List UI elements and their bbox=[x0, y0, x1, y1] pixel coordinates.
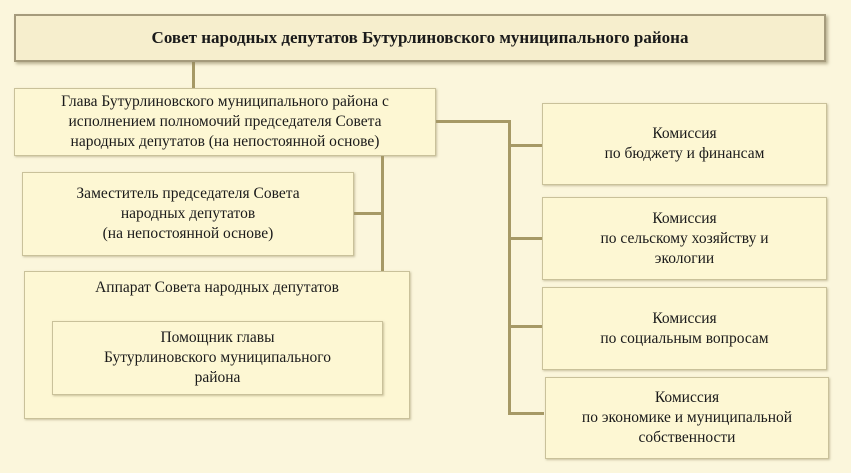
commission-budget-box: Комиссия по бюджету и финансам bbox=[542, 103, 827, 185]
connector-commission-2 bbox=[508, 237, 544, 240]
deputy-box: Заместитель председателя Совета народных… bbox=[22, 172, 354, 256]
commission-agriculture-label: Комиссия по сельскому хозяйству и эколог… bbox=[600, 209, 769, 267]
commission-economy-label: Комиссия по экономике и муниципальной со… bbox=[581, 389, 793, 446]
connector-commission-3 bbox=[508, 325, 544, 328]
head-box: Глава Бутурлиновского муниципального рай… bbox=[14, 88, 436, 156]
commission-agriculture-box: Комиссия по сельскому хозяйству и эколог… bbox=[542, 197, 827, 280]
commission-social-label: Комиссия по социальным вопросам bbox=[600, 309, 769, 347]
connector-head-commissions bbox=[436, 120, 510, 123]
commission-economy-box: Комиссия по экономике и муниципальной со… bbox=[545, 377, 829, 459]
commission-budget-label: Комиссия по бюджету и финансам bbox=[604, 125, 765, 162]
deputy-label: Заместитель председателя Совета народных… bbox=[76, 185, 300, 242]
connector-commission-4 bbox=[508, 412, 544, 415]
connector-trunk-deputy bbox=[354, 212, 384, 215]
apparatus-label: Аппарат Совета народных депутатов bbox=[95, 279, 339, 296]
commission-social-box: Комиссия по социальным вопросам bbox=[542, 287, 827, 370]
diagram-title: Совет народных депутатов Бутурлиновского… bbox=[151, 28, 689, 47]
head-label: Глава Бутурлиновского муниципального рай… bbox=[61, 93, 389, 150]
assistant-box: Помощник главы Бутурлиновского муниципал… bbox=[52, 321, 383, 395]
title-box: Совет народных депутатов Бутурлиновского… bbox=[14, 14, 826, 62]
assistant-label: Помощник главы Бутурлиновского муниципал… bbox=[103, 329, 332, 386]
connector-commissions-trunk bbox=[508, 120, 511, 414]
connector-title-head bbox=[192, 62, 195, 88]
connector-commission-1 bbox=[508, 144, 544, 147]
